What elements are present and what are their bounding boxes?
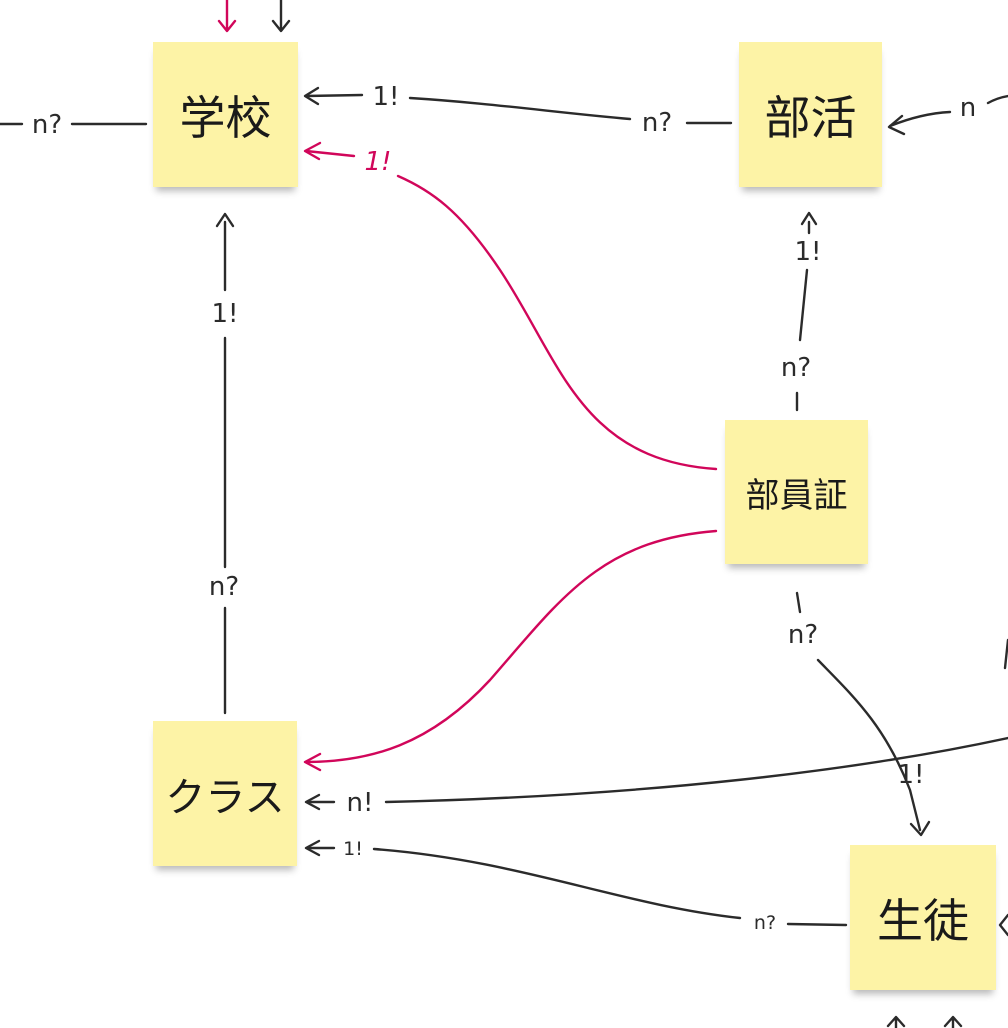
edge-right-student — [998, 913, 1008, 937]
label-left-school: n? — [32, 110, 62, 140]
sticky-note-club[interactable]: 部活 — [739, 42, 882, 187]
edge-top-pink — [217, 0, 237, 33]
arrowhead-school-from-class — [215, 212, 235, 228]
label-student-class-from: n? — [754, 912, 776, 934]
label-club-school-to: 1! — [373, 82, 400, 112]
note-club-label: 部活 — [764, 90, 857, 145]
arrowhead-class-from-right — [304, 793, 321, 811]
edge-card-class-pink — [304, 529, 718, 764]
label-class-school-to: 1! — [212, 299, 239, 329]
label-card-school-to: 1! — [365, 147, 392, 177]
edge-card-school-pink — [304, 149, 718, 471]
label-right-club: n — [960, 93, 976, 123]
edge-bottom-arrows — [886, 1015, 963, 1028]
sticky-note-member-card[interactable]: 部員証 — [725, 420, 868, 564]
label-card-club-to: 1! — [795, 237, 822, 267]
edge-card-student — [795, 591, 922, 832]
edge-student-class — [306, 846, 848, 927]
label-card-club-from: n? — [781, 353, 811, 383]
arrowhead-school-from-card — [303, 141, 322, 161]
label-student-class-to: 1! — [343, 838, 363, 860]
note-member-card-label: 部員証 — [745, 475, 848, 516]
sticky-note-school[interactable]: 学校 — [153, 42, 298, 187]
edge-top-arrow — [271, 0, 291, 33]
label-card-student-to: 1! — [898, 760, 925, 790]
arrowhead-class-from-card — [303, 752, 322, 772]
label-card-student-from: n? — [788, 620, 818, 650]
arrowhead-school-from-club — [303, 86, 320, 106]
label-club-school-from: n? — [642, 108, 672, 138]
label-class-school-from: n? — [209, 572, 239, 602]
label-right-class: n! — [347, 788, 374, 818]
note-class-label: クラス — [165, 774, 285, 821]
edge-right-class — [306, 736, 1008, 804]
edge-right-club — [888, 94, 1008, 128]
sticky-note-class[interactable]: クラス — [153, 721, 297, 866]
arrowhead-club-from-card — [800, 211, 818, 226]
note-student-label: 生徒 — [877, 893, 969, 948]
note-school-label: 学校 — [179, 90, 272, 145]
arrowhead-class-from-student — [304, 839, 321, 857]
edge-club-school — [304, 93, 733, 125]
arrowhead-club-from-right — [887, 114, 906, 136]
arrowhead-student-from-card — [909, 820, 931, 837]
edge-card-club — [795, 220, 811, 412]
sticky-note-student[interactable]: 生徒 — [850, 845, 996, 990]
